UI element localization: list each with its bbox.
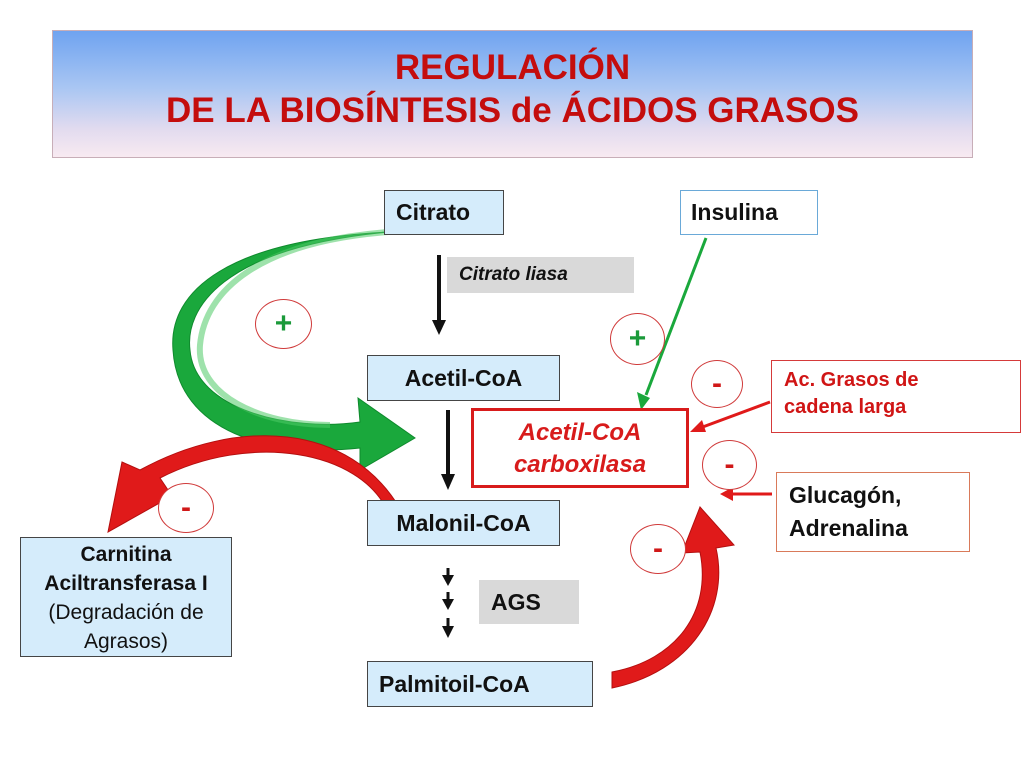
minus-sign-ac-grasos: - [691,360,743,408]
citrato-label: Citrato [396,199,471,225]
ags-label: AGS [491,588,541,615]
insulina-activation-arrow [637,237,708,410]
acetil-coa-carboxilasa-enzyme: Acetil-CoA carboxilasa [471,408,689,488]
ags-enzyme: AGS [479,580,579,624]
malonil-coa-label: Malonil-CoA [396,509,531,536]
malonil-to-palmitoil-steps [442,568,454,638]
insulina-node: Insulina [680,190,818,235]
glucagon-line-2: Adrenalina [789,515,908,541]
acidos-grasos-line-1: Ac. Grasos de [784,369,919,391]
glucagon-box: Glucagón, Adrenalina [776,472,970,552]
minus-carnitina-label: - [181,491,191,524]
plus-sign-insulina: + [610,313,665,365]
malonil-inhibition-arrow [107,435,403,533]
insulina-label: Insulina [691,199,778,225]
ac-grasos-inhibition-arrow [690,400,771,432]
citrato-node: Citrato [384,190,504,235]
plus-sign-citrato: + [255,299,312,349]
carnitina-line-2: Aciltransferasa I [44,572,208,595]
citrato-liasa-enzyme: Citrato liasa [447,257,634,293]
acidos-grasos-line-2: cadena larga [784,396,907,418]
plus-citrato-label: + [274,307,293,340]
minus-sign-carnitina: - [158,483,214,533]
palmitoil-coa-label: Palmitoil-CoA [379,670,530,697]
acetil-coa-label: Acetil-CoA [404,364,523,391]
minus-ac-grasos-label: - [712,367,722,400]
carboxilasa-label-line-2: carboxilasa [513,451,647,478]
title-banner: REGULACIÓN DE LA BIOSÍNTESIS de ÁCIDOS G… [52,30,973,158]
carnitina-line-3: (Degradación de [48,601,204,624]
minus-sign-glucagon: - [702,440,757,490]
minus-palmitoil-label: - [653,532,663,565]
glucagon-inhibition-arrow [720,487,772,501]
glucagon-line-1: Glucagón, [789,482,902,508]
palmitoil-coa-node: Palmitoil-CoA [367,661,593,707]
carnitina-line-1: Carnitina [80,543,172,566]
acetil-coa-node: Acetil-CoA [367,355,560,401]
minus-sign-palmitoil: - [630,524,686,574]
carnitina-node: Carnitina Aciltransferasa I (Degradación… [20,537,232,657]
title-line-2: DE LA BIOSÍNTESIS de ÁCIDOS GRASOS [166,91,859,130]
citrato-activation-arrow [172,231,416,471]
plus-insulina-label: + [628,322,647,355]
minus-glucagon-label: - [724,448,735,481]
acetil-to-malonil-arrow [441,410,455,490]
malonil-coa-node: Malonil-CoA [367,500,560,546]
carboxilasa-label-line-1: Acetil-CoA [518,419,642,446]
carnitina-line-4: Agrasos) [83,630,169,653]
title-line-1: REGULACIÓN [394,48,631,87]
citrato-to-acetil-arrow [432,255,446,335]
palmitoil-inhibition-arrow [611,506,735,689]
citrato-liasa-label: Citrato liasa [459,264,568,285]
acidos-grasos-box: Ac. Grasos de cadena larga [771,360,1021,433]
